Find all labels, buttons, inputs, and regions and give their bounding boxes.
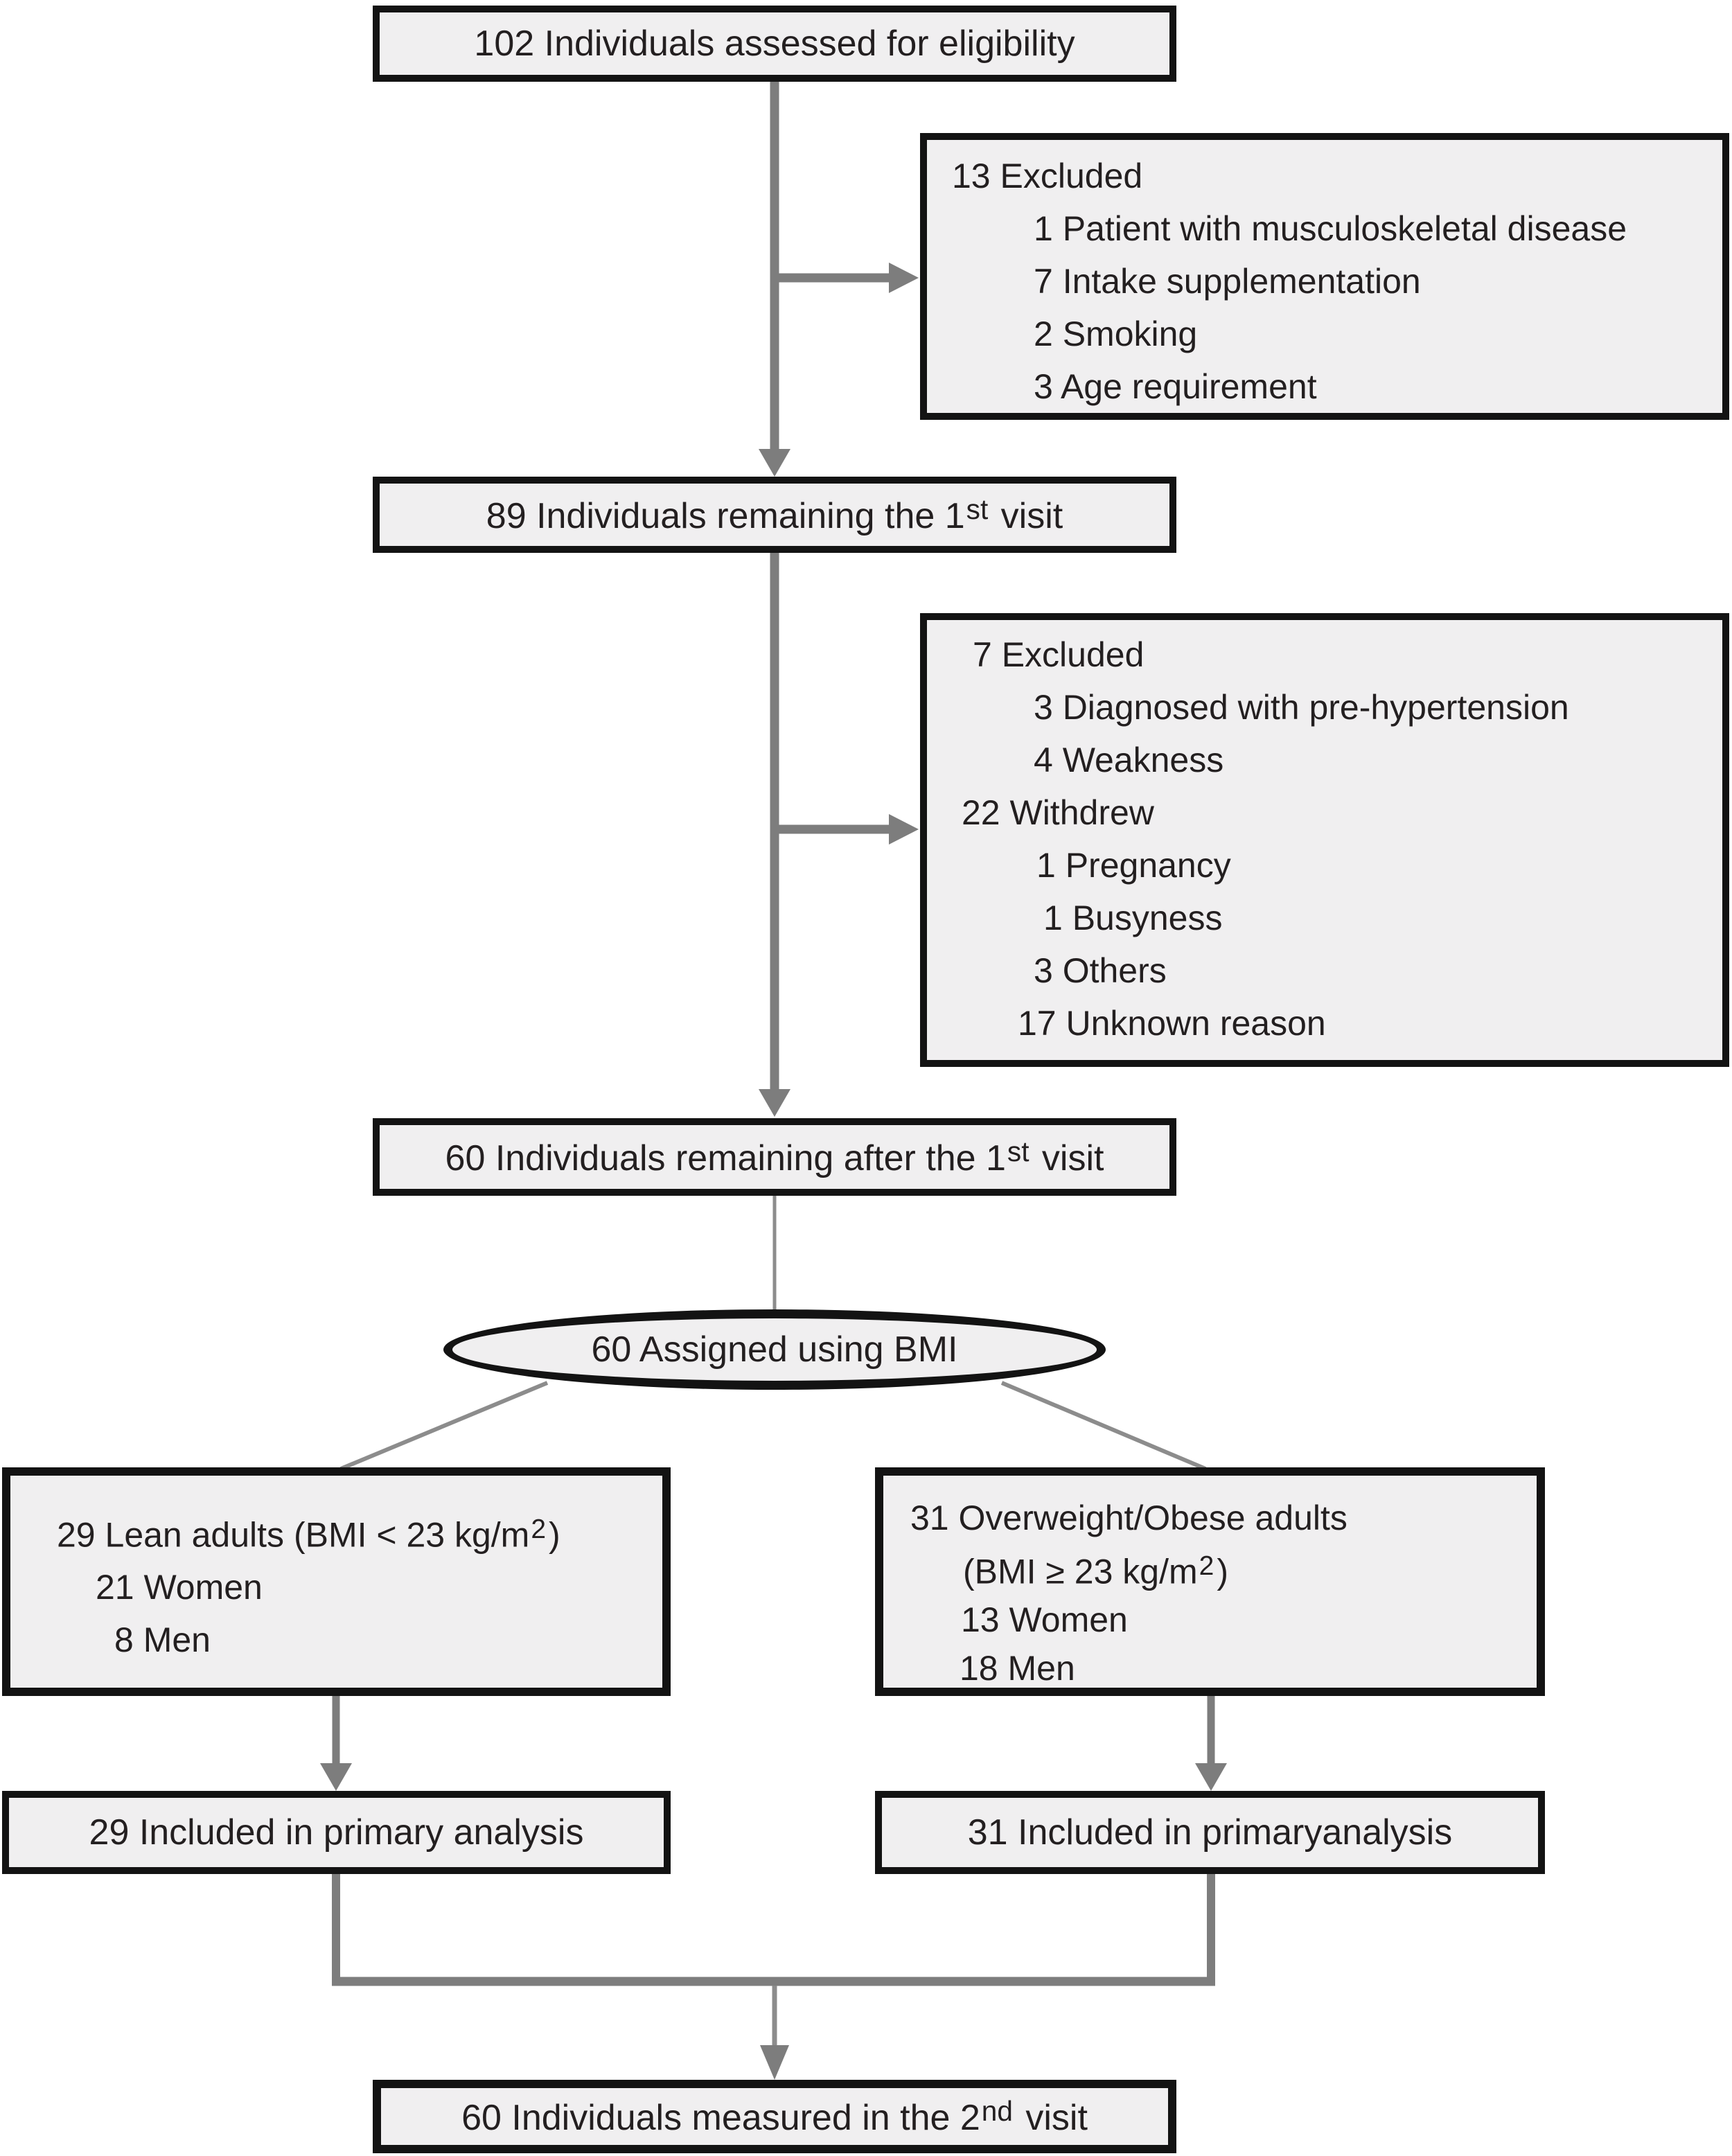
overweight-analysis-label: 31 Included in primaryanalysis — [967, 1812, 1453, 1853]
excluded2-line: 7 Excluded — [973, 635, 1145, 674]
excluded1-line: 3 Age requirement — [1034, 367, 1317, 406]
node-assigned-bmi-ellipse: 60 Assigned using BMI — [443, 1309, 1106, 1390]
arrowhead-into-excluded1 — [889, 263, 919, 293]
excluded2-line: 4 Weakness — [1034, 741, 1224, 779]
measured2-label: 60 Individuals measured in the 2nd visit — [461, 2094, 1088, 2138]
excluded2-line: 22 Withdrew — [962, 793, 1154, 832]
node-measured-second-visit: 60 Individuals measured in the 2nd visit — [373, 2080, 1176, 2153]
lean-title: 29 Lean adults (BMI < 23 kg/m2) — [57, 1514, 560, 1555]
arrowhead-into-overweight-analysis — [1195, 1763, 1227, 1791]
node-excluded-withdrew-second: 7 Excluded 3 Diagnosed with pre-hyperten… — [920, 613, 1729, 1067]
node-remaining-first-visit: 89 Individuals remaining the 1st visit — [373, 477, 1176, 553]
lean-women-count: 21 Women — [96, 1568, 263, 1607]
remaining-after-label: 60 Individuals remaining after the 1st v… — [445, 1135, 1104, 1178]
excluded1-line: 13 Excluded — [952, 157, 1143, 195]
excluded1-line: 2 Smoking — [1034, 315, 1198, 353]
node-overweight-group: 31 Overweight/Obese adults (BMI ≥ 23 kg/… — [875, 1467, 1545, 1696]
excluded1-line: 1 Patient with musculoskeletal disease — [1034, 209, 1627, 248]
ordinal-superscript: st — [1007, 1135, 1030, 1167]
excluded2-line: 1 Busyness — [1043, 899, 1223, 937]
overweight-men-count: 18 Men — [960, 1649, 1075, 1688]
ordinal-superscript: st — [966, 493, 989, 525]
node-lean-primary-analysis: 29 Included in primary analysis — [2, 1791, 671, 1874]
excluded2-line: 17 Unknown reason — [1018, 1004, 1326, 1043]
excluded1-line: 7 Intake supplementation — [1034, 262, 1421, 301]
excluded2-line: 3 Diagnosed with pre-hypertension — [1034, 688, 1569, 727]
arrowhead-into-remaining-after — [759, 1089, 790, 1117]
arrowhead-into-lean-analysis — [320, 1763, 352, 1791]
excluded2-line: 1 Pregnancy — [1036, 846, 1231, 885]
squared-superscript: 2 — [531, 1514, 547, 1544]
squared-superscript: 2 — [1199, 1551, 1214, 1581]
node-overweight-primary-analysis: 31 Included in primaryanalysis — [875, 1791, 1545, 1874]
assigned-bmi-label: 60 Assigned using BMI — [591, 1329, 958, 1370]
line-ellipse-to-overweight — [1000, 1381, 1207, 1471]
remaining1-label: 89 Individuals remaining the 1st visit — [486, 493, 1063, 536]
ordinal-superscript: nd — [981, 2094, 1013, 2127]
assessed-label: 102 Individuals assessed for eligibility — [474, 24, 1075, 64]
lean-men-count: 8 Men — [114, 1620, 211, 1660]
overweight-title: 31 Overweight/Obese adults — [910, 1499, 1347, 1537]
node-remaining-after-first-visit: 60 Individuals remaining after the 1st v… — [373, 1118, 1176, 1196]
lean-analysis-label: 29 Included in primary analysis — [89, 1812, 584, 1853]
excluded2-line: 3 Others — [1034, 951, 1167, 990]
overweight-women-count: 13 Women — [961, 1600, 1128, 1640]
node-excluded-first: 13 Excluded 1 Patient with musculoskelet… — [920, 133, 1729, 420]
arrowhead-into-measured — [760, 2045, 789, 2080]
overweight-bmi-criterion: (BMI ≥ 23 kg/m2) — [963, 1551, 1228, 1591]
arrowhead-into-excluded2 — [889, 814, 919, 845]
node-lean-group: 29 Lean adults (BMI < 23 kg/m2) 21 Women… — [2, 1467, 671, 1696]
node-assessed-eligibility: 102 Individuals assessed for eligibility — [373, 6, 1176, 82]
arrowhead-into-remaining1 — [759, 449, 790, 477]
line-ellipse-to-lean — [339, 1381, 549, 1471]
